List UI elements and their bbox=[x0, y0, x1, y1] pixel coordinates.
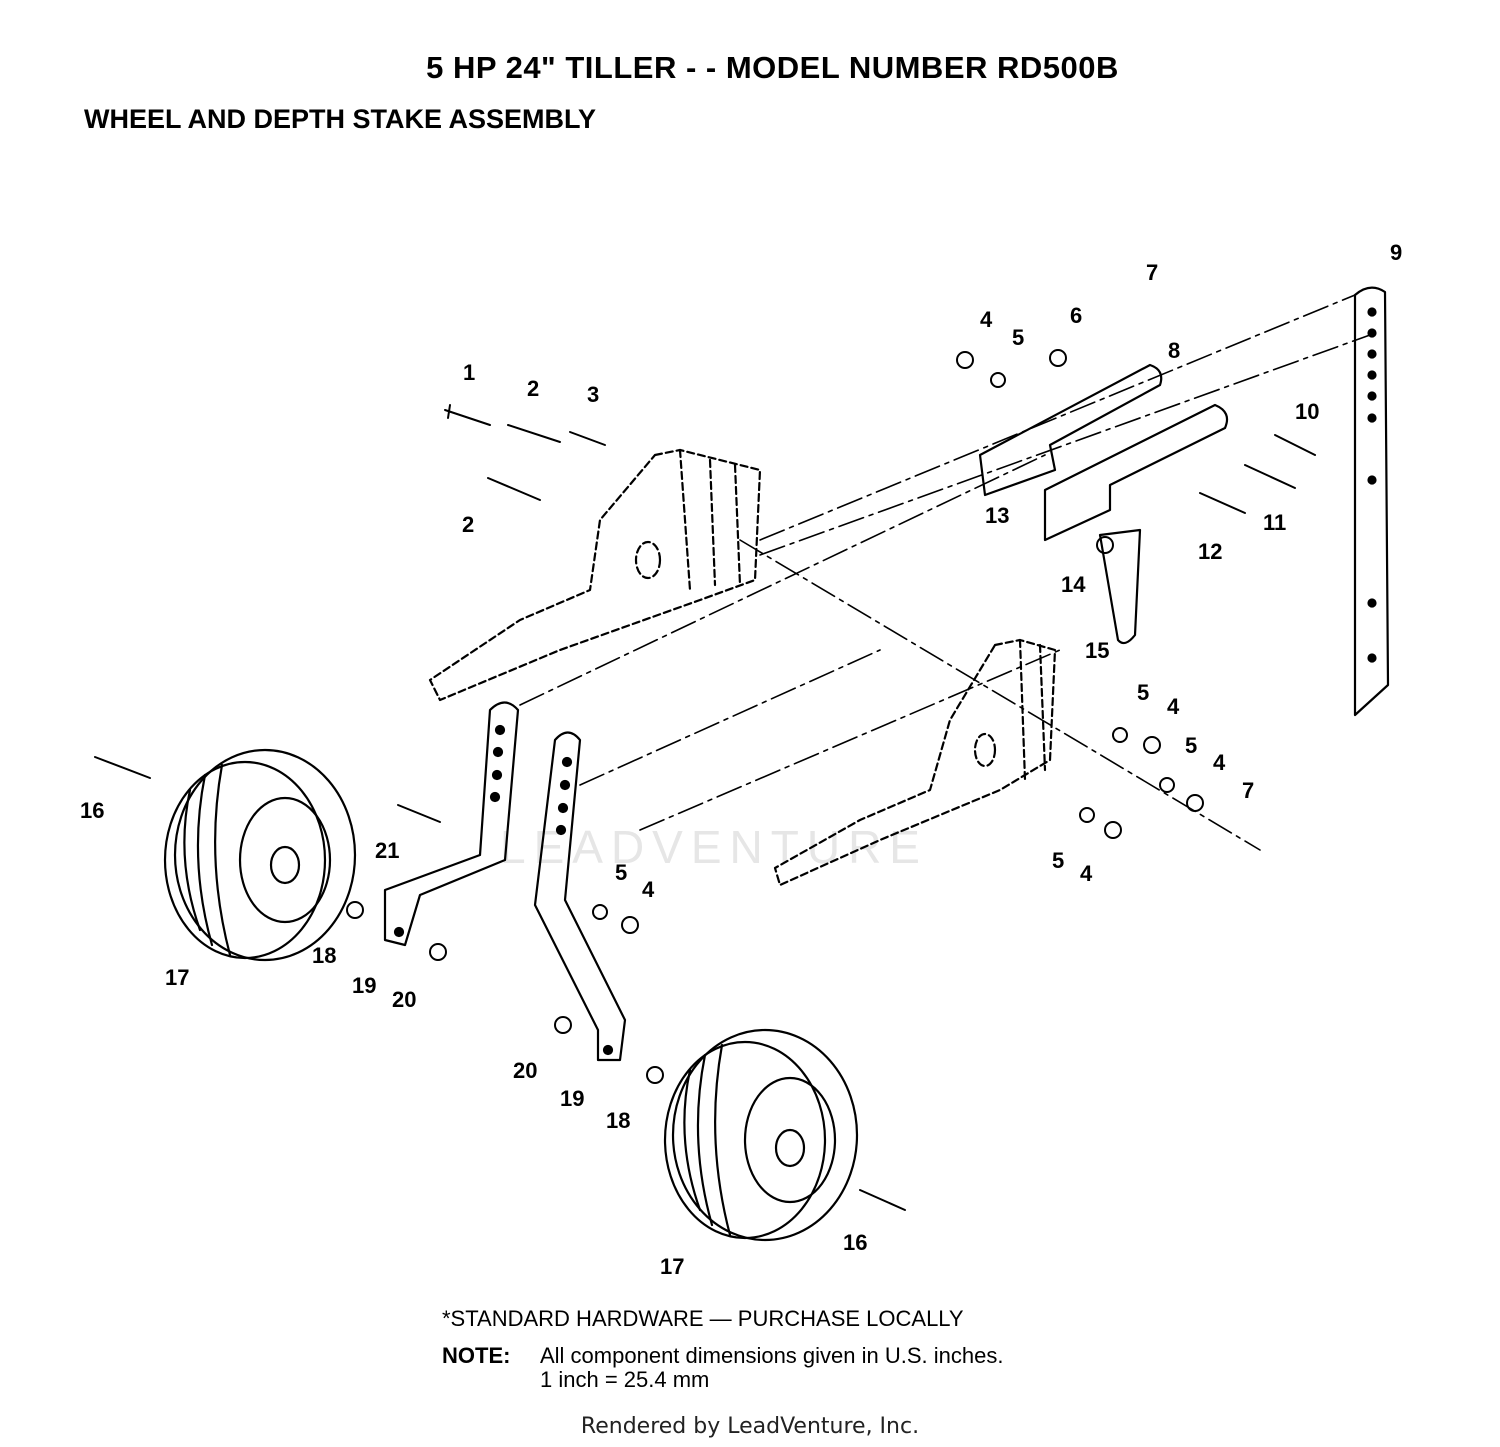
callout: 5 bbox=[1012, 325, 1024, 350]
callout: 7 bbox=[1242, 778, 1254, 803]
callout: 5 bbox=[1185, 733, 1197, 758]
part-callouts: 1 2 2 3 4 4 4 4 4 5 5 5 5 5 6 7 7 8 9 10… bbox=[80, 240, 1402, 1279]
callout: 5 bbox=[615, 860, 627, 885]
callout: 17 bbox=[660, 1254, 684, 1279]
callout: 5 bbox=[1052, 848, 1064, 873]
dimension-note: NOTE: All component dimensions given in U… bbox=[442, 1344, 1003, 1392]
standard-hardware-note: *STANDARD HARDWARE — PURCHASE LOCALLY bbox=[442, 1306, 964, 1331]
callout: 1 bbox=[463, 360, 475, 385]
bolts bbox=[94, 404, 1316, 1211]
note-line-1: All component dimensions given in U.S. i… bbox=[540, 1343, 1004, 1368]
callout: 3 bbox=[587, 382, 599, 407]
note-line-2: 1 inch = 25.4 mm bbox=[540, 1367, 710, 1392]
callout: 9 bbox=[1390, 240, 1402, 265]
callout: 19 bbox=[352, 973, 376, 998]
callout: 17 bbox=[165, 965, 189, 990]
callout: 15 bbox=[1085, 638, 1109, 663]
callout: 4 bbox=[642, 877, 655, 902]
nuts-and-washers bbox=[346, 349, 1204, 1084]
wheel-left bbox=[163, 748, 357, 962]
wheel-right bbox=[663, 1028, 859, 1242]
callout: 13 bbox=[985, 503, 1009, 528]
callout: 4 bbox=[980, 307, 993, 332]
callout: 18 bbox=[606, 1108, 630, 1133]
callout: 5 bbox=[1137, 680, 1149, 705]
callout: 14 bbox=[1061, 572, 1086, 597]
callout: 10 bbox=[1295, 399, 1319, 424]
wheel-bracket-left bbox=[383, 701, 520, 947]
callout: 8 bbox=[1168, 338, 1180, 363]
callout: 16 bbox=[843, 1230, 867, 1255]
callout: 18 bbox=[312, 943, 336, 968]
page-title: 5 HP 24" TILLER - - MODEL NUMBER RD500B bbox=[426, 50, 1119, 85]
callout: 2 bbox=[462, 512, 474, 537]
note-label: NOTE: bbox=[442, 1343, 511, 1368]
callout: 19 bbox=[560, 1086, 584, 1111]
callout: 6 bbox=[1070, 303, 1082, 328]
callout: 11 bbox=[1263, 510, 1286, 535]
callout: 21 bbox=[375, 838, 399, 863]
depth-stake-bar bbox=[1353, 286, 1390, 717]
assembly-center-lines bbox=[519, 294, 1371, 851]
depth-stake-brackets bbox=[978, 363, 1229, 645]
callout: 20 bbox=[392, 987, 416, 1012]
exploded-parts-diagram: 1 2 2 3 4 4 4 4 4 5 5 5 5 5 6 7 7 8 9 10… bbox=[80, 240, 1402, 1279]
rendered-by-credit: Rendered by LeadVenture, Inc. bbox=[580, 1414, 920, 1439]
callout: 4 bbox=[1213, 750, 1226, 775]
callout: 16 bbox=[80, 798, 104, 823]
callout: 7 bbox=[1146, 260, 1158, 285]
wheel-bracket-right bbox=[533, 731, 627, 1062]
callout: 4 bbox=[1080, 861, 1093, 886]
right-tine-shield bbox=[773, 638, 1057, 887]
callout: 4 bbox=[1167, 694, 1180, 719]
callout: 20 bbox=[513, 1058, 537, 1083]
assembly-subtitle: WHEEL AND DEPTH STAKE ASSEMBLY bbox=[84, 104, 597, 134]
callout: 2 bbox=[527, 376, 539, 401]
left-tine-shield bbox=[428, 448, 762, 702]
callout: 12 bbox=[1198, 539, 1222, 564]
